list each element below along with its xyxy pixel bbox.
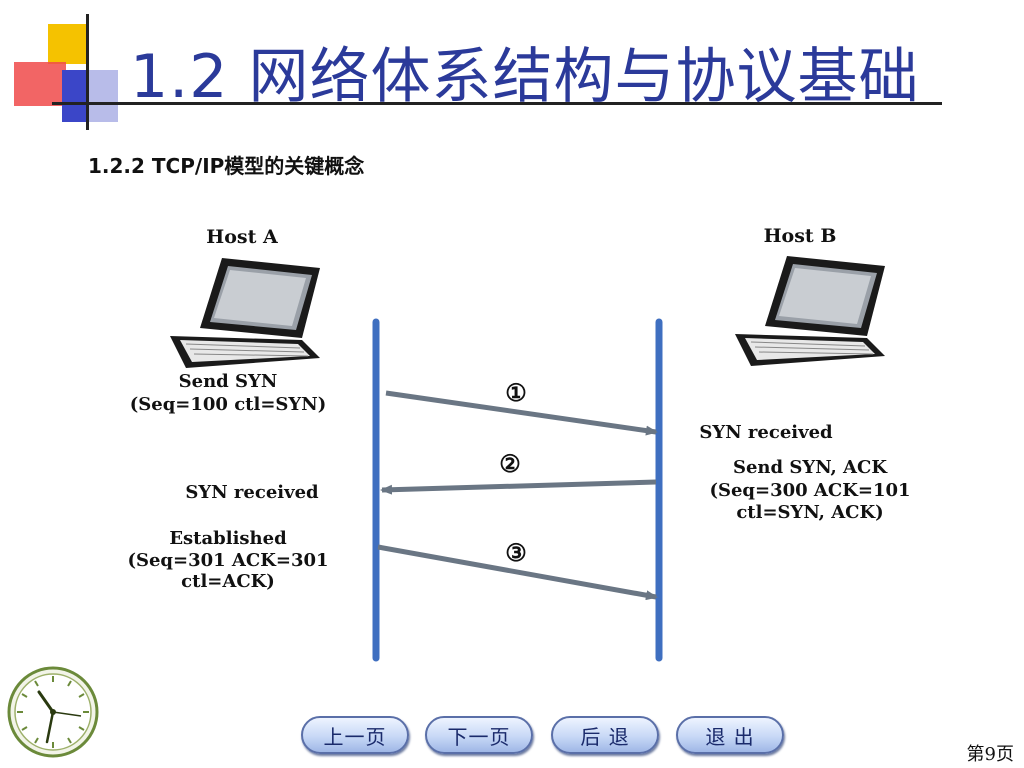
arrow-step1 <box>385 390 658 436</box>
step1-sender-line: Send SYN <box>179 371 278 392</box>
laptop-icon <box>169 257 321 369</box>
host-b-label: Host B <box>764 225 837 247</box>
next-page-button[interactable]: 下一页 <box>425 716 533 754</box>
step3-sender-line: ctl=ACK) <box>181 571 275 592</box>
step1-sender-line: (Seq=100 ctl=SYN) <box>130 394 327 415</box>
prev-page-button[interactable]: 上一页 <box>301 716 409 754</box>
arrow-step3 <box>377 544 658 601</box>
step1-receiver-line: SYN received <box>699 422 833 443</box>
step2-sender-line: Send SYN, ACK <box>733 457 888 478</box>
step3-sender-line: (Seq=301 ACK=301 <box>127 550 328 571</box>
laptop-icon <box>734 255 886 367</box>
step3-number: ③ <box>505 538 527 567</box>
host-a-label: Host A <box>206 226 278 248</box>
step2-receiver-line: SYN received <box>185 482 319 503</box>
exit-button[interactable]: 退 出 <box>676 716 784 754</box>
back-button[interactable]: 后 退 <box>551 716 659 754</box>
arrow-step2 <box>380 479 657 495</box>
step2-number: ② <box>499 449 521 478</box>
step2-sender-line: ctl=SYN, ACK) <box>736 502 883 523</box>
slide-title: 1.2 网络体系结构与协议基础 <box>130 42 920 112</box>
step3-sender-line: Established <box>169 528 287 549</box>
step1-number: ① <box>505 378 527 407</box>
slide-subtitle: 1.2.2 TCP/IP模型的关键概念 <box>88 154 365 178</box>
page-number: 第9页 <box>966 744 1014 765</box>
step2-sender-line: (Seq=300 ACK=101 <box>709 480 910 501</box>
title-rule <box>52 102 942 105</box>
clock-icon <box>7 666 99 758</box>
